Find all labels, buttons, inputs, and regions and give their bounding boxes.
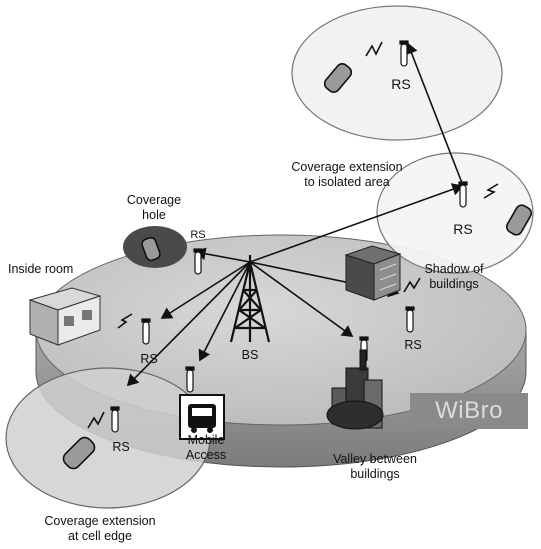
coverage-extension-isolated-label: Coverage extension to isolated area [291, 160, 403, 189]
coverage-circle-right [376, 152, 534, 274]
shadow-building-icon [344, 245, 402, 301]
valley-between-buildings-label: Valley between buildings [333, 452, 417, 481]
bus-icon [179, 394, 225, 440]
mobile-phone-icons [62, 63, 533, 470]
coverage-hole-label: Coverage hole [126, 193, 182, 222]
wibro-logo: WiBro [410, 393, 528, 429]
bs-label: BS [241, 348, 259, 362]
rs-right-label: RS [453, 221, 473, 237]
rs-top-label: RS [391, 76, 411, 92]
mobile-access-label: Mobile Access [185, 433, 227, 462]
rs-hole-label: RS [190, 229, 206, 241]
house-icon [28, 287, 102, 346]
city-buildings-icon [326, 349, 384, 430]
inside-room-label: Inside room [8, 262, 74, 276]
rs-edge-label: RS [112, 440, 130, 454]
coverage-extension-edge-label: Coverage extension at cell edge [44, 514, 156, 543]
wireless-link-icons [87, 41, 499, 429]
rs-shadow-label: RS [404, 338, 422, 352]
shadow-of-buildings-label: Shadow of buildings [424, 262, 484, 291]
rs-room-label: RS [140, 352, 158, 366]
coverage-circle-top [291, 5, 503, 141]
bs-tower-icon [229, 255, 271, 343]
